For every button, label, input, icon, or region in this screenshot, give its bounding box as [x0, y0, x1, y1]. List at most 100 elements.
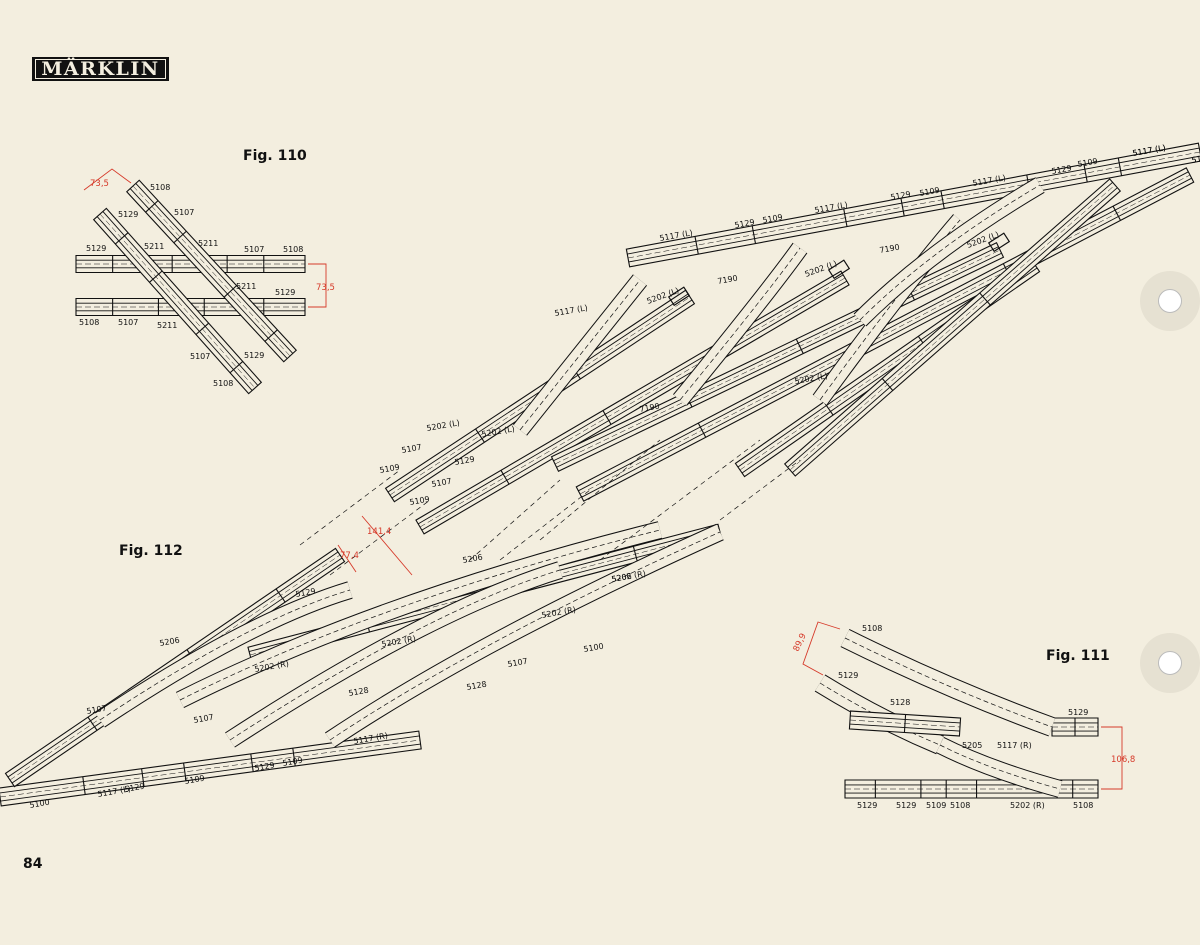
part-number-label: 5129	[1191, 153, 1200, 165]
planned-track-line	[469, 479, 561, 561]
part-number-label: 5100	[583, 642, 605, 654]
fig112-dimension-b: 77,4	[340, 551, 359, 561]
fig112-top-mainline	[625, 142, 1200, 268]
buffer-stop-icon	[987, 232, 1011, 253]
planned-track-line	[599, 439, 761, 561]
dimension-line	[802, 621, 841, 676]
part-number-label: 5107	[244, 245, 264, 254]
part-number-label: 5108	[1073, 801, 1093, 810]
fig112-dimension-a: 141,4	[367, 527, 391, 537]
dimension-line	[83, 168, 132, 191]
part-number-label: 5107	[118, 318, 138, 327]
part-number-label: 5205	[962, 741, 982, 750]
planned-track-line	[499, 489, 591, 561]
fig110-diagonal-b	[92, 207, 263, 395]
part-number-label: 5107	[431, 477, 453, 489]
binder-hole-top	[1140, 271, 1200, 331]
planned-track-line	[539, 439, 661, 541]
part-number-label: 5108	[150, 183, 170, 192]
part-number-label: 5129	[244, 351, 264, 360]
part-number-label: 5129	[118, 210, 138, 219]
brand-name: MÄRKLIN	[35, 59, 166, 79]
part-number-label: 5128	[466, 680, 488, 692]
part-number-label: 5117 (L)	[554, 303, 589, 318]
part-number-label: 5211	[144, 242, 164, 251]
fig112-curve-h	[853, 177, 1045, 327]
part-number-label: 5107	[86, 704, 108, 716]
part-number-label: 5129	[454, 455, 476, 467]
fig110-title: Fig. 110	[243, 148, 307, 164]
part-number-label: 5129	[124, 782, 146, 794]
part-number-label: 5206	[462, 553, 484, 565]
part-number-label: 5129	[896, 801, 916, 810]
planned-track-line	[329, 499, 431, 576]
dimension-line	[1101, 726, 1123, 790]
part-number-label: 5108	[862, 624, 882, 633]
part-number-label: 5109	[184, 774, 206, 786]
fig112-diag-6	[783, 178, 1122, 477]
part-number-label: 5109	[409, 495, 431, 507]
part-number-label: 5206	[159, 636, 181, 648]
fig112-diag-2	[415, 270, 850, 535]
part-number-label: 5109	[919, 186, 941, 198]
fig112-curve-e	[512, 274, 648, 436]
fig110-diagonal-a	[125, 179, 298, 363]
part-number-label: 5107	[190, 352, 210, 361]
part-number-label: 5129	[275, 288, 295, 297]
part-number-label: 5211	[198, 239, 218, 248]
part-number-label: 5129	[890, 190, 912, 202]
fig112-bottom-mainline	[0, 730, 422, 807]
dimension-line	[361, 515, 413, 576]
fig111-crossover	[848, 710, 962, 737]
part-number-label: 5117 (R)	[997, 741, 1032, 750]
part-number-label: 5128	[348, 686, 370, 698]
part-number-label: 5107	[193, 713, 215, 725]
part-number-label: 5107	[507, 657, 529, 669]
marklin-logo: MÄRKLIN	[32, 57, 169, 81]
fig112-curve-c	[225, 561, 563, 748]
fig111-upper-end	[1051, 717, 1099, 737]
part-number-label: 5129	[838, 671, 858, 680]
part-number-label: 5129	[86, 244, 106, 253]
fig112-curve-b	[175, 521, 663, 709]
part-number-label: 5211	[236, 282, 256, 291]
part-number-label: 5128	[890, 698, 910, 707]
binder-hole-bottom	[1140, 633, 1200, 693]
part-number-label: 5109	[926, 801, 946, 810]
fig111-title: Fig. 111	[1046, 648, 1110, 664]
fig111-upper-curve	[840, 629, 1056, 737]
part-number-label: 7190	[639, 402, 661, 414]
fig112-title: Fig. 112	[119, 543, 183, 559]
part-number-label: 7190	[879, 243, 901, 255]
part-number-label: 5109	[282, 756, 304, 768]
dimension-line	[308, 263, 327, 308]
dimension-line	[337, 544, 357, 573]
fig112-curve-a	[95, 581, 353, 728]
buffer-stop-icon	[667, 286, 691, 307]
fig110-spacing-dimension: 73,5	[316, 283, 335, 293]
part-number-label: 7190	[717, 274, 739, 286]
part-number-label: 5108	[213, 379, 233, 388]
buffer-stop-icon	[827, 259, 851, 280]
part-number-label: 5109	[379, 463, 401, 475]
part-number-label: 5107	[401, 443, 423, 455]
part-number-label: 5202 (L)	[426, 418, 461, 433]
part-number-label: 5109	[1191, 153, 1200, 165]
part-number-label: 5109	[1077, 157, 1099, 169]
fig112-curve-d	[325, 523, 724, 748]
part-number-label: 5129	[254, 761, 276, 773]
planned-track-line	[299, 469, 401, 546]
fig112-curve-f	[673, 242, 808, 406]
part-number-label: 5108	[79, 318, 99, 327]
fig110-diagram: 5108 5107 5129 5129 5211 5211 5107 5108 5211 5129…	[75, 168, 335, 395]
part-number-label: 5129	[295, 587, 317, 599]
part-number-label: 5109	[762, 213, 784, 225]
part-number-label: 5107	[174, 208, 194, 217]
part-number-label: 5129	[734, 218, 756, 230]
part-number-label: 5100	[29, 798, 51, 810]
planned-track-line	[719, 459, 801, 521]
fig111-offset-dimension: 89,9	[792, 632, 809, 653]
